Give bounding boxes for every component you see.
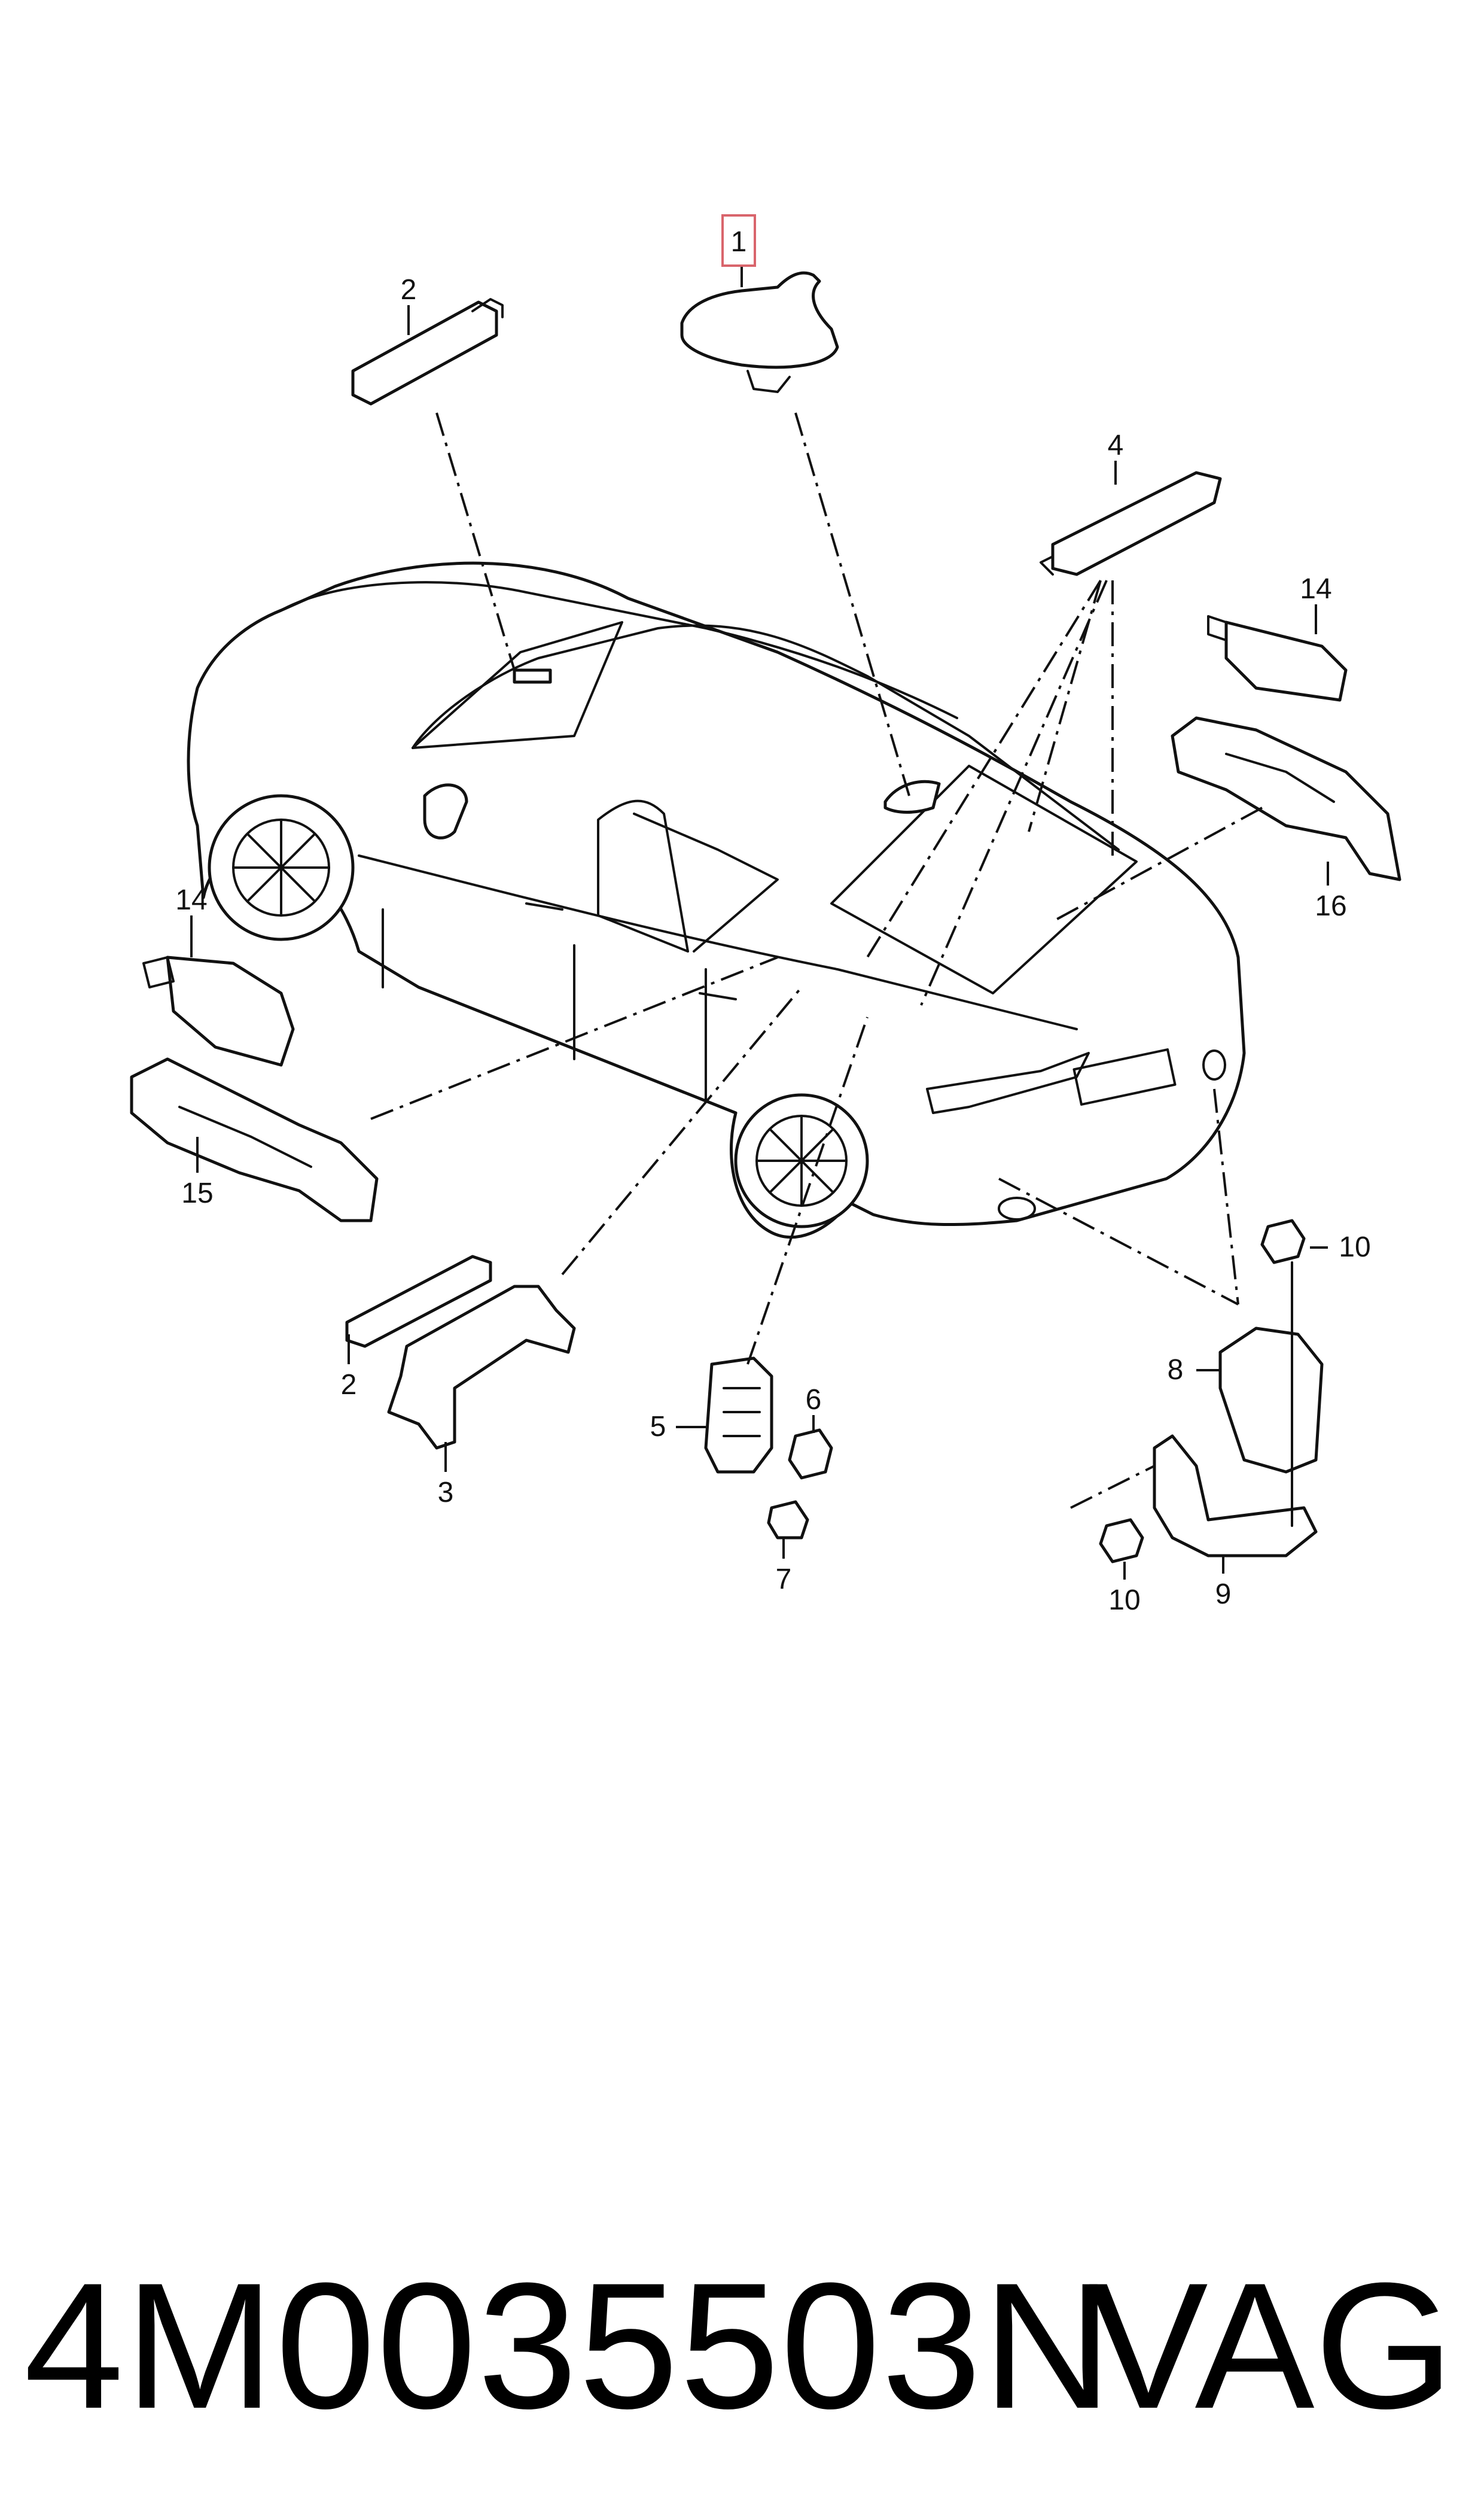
- bracket-3: [387, 1285, 576, 1450]
- roof-antenna: [680, 271, 839, 393]
- nut-10-lower: [1099, 1518, 1144, 1563]
- antenna-window-strip: [513, 668, 552, 684]
- callout-16: 16: [1315, 890, 1346, 922]
- callout-10-lower: 10: [1108, 1584, 1140, 1616]
- footer: 4M0035503N VAG: [0, 2238, 1484, 2453]
- car-body: [187, 561, 1246, 1239]
- antenna-strip-upper: [351, 298, 504, 406]
- brand-label: VAG: [1088, 2245, 1454, 2446]
- callout-15: 15: [181, 1178, 213, 1209]
- callout-1-highlight: [721, 214, 756, 267]
- antenna-strip-lower: [345, 1255, 492, 1348]
- callout-9: 9: [1215, 1578, 1232, 1610]
- callout-8: 8: [1168, 1354, 1184, 1386]
- callout-14-left: 14: [175, 884, 207, 916]
- callout-numbers: 1 2 4 14 16 14 15 2 3 5 6 7 8 9 10 10: [175, 226, 1370, 1616]
- bracket-8: [1218, 1327, 1324, 1474]
- antenna-amplifier: [1040, 471, 1222, 576]
- callout-6: 6: [806, 1384, 822, 1416]
- antenna-roof-mount: [883, 780, 941, 814]
- callout-3: 3: [438, 1477, 454, 1508]
- part-number: 4M0035503N: [24, 2245, 1114, 2446]
- module-14-left: [142, 956, 295, 1067]
- callout-2-lower: 2: [341, 1369, 357, 1401]
- bracket-16: [1171, 716, 1401, 881]
- callout-4: 4: [1108, 430, 1124, 461]
- module-14-right: [1207, 615, 1348, 702]
- callout-7: 7: [776, 1563, 792, 1595]
- parts-diagram: 1 2 4 14 16 14 15 2 3 5 6 7 8 9 10 10: [130, 214, 1401, 1616]
- callout-leaders: [190, 266, 1329, 1580]
- callout-2-upper: 2: [401, 274, 417, 306]
- nut-6: [788, 1428, 833, 1480]
- connector-5: [704, 1356, 773, 1474]
- bracket-9: [1153, 1434, 1318, 1557]
- callout-5: 5: [650, 1411, 666, 1443]
- assembly-lines: [370, 412, 1263, 1509]
- callout-10-upper: 10: [1339, 1231, 1370, 1263]
- bracket-15: [130, 1057, 379, 1222]
- callout-14-right: 14: [1300, 573, 1331, 605]
- nut-10-upper: [1260, 1219, 1306, 1264]
- nut-7: [767, 1500, 809, 1540]
- callout-1: 1: [731, 226, 747, 258]
